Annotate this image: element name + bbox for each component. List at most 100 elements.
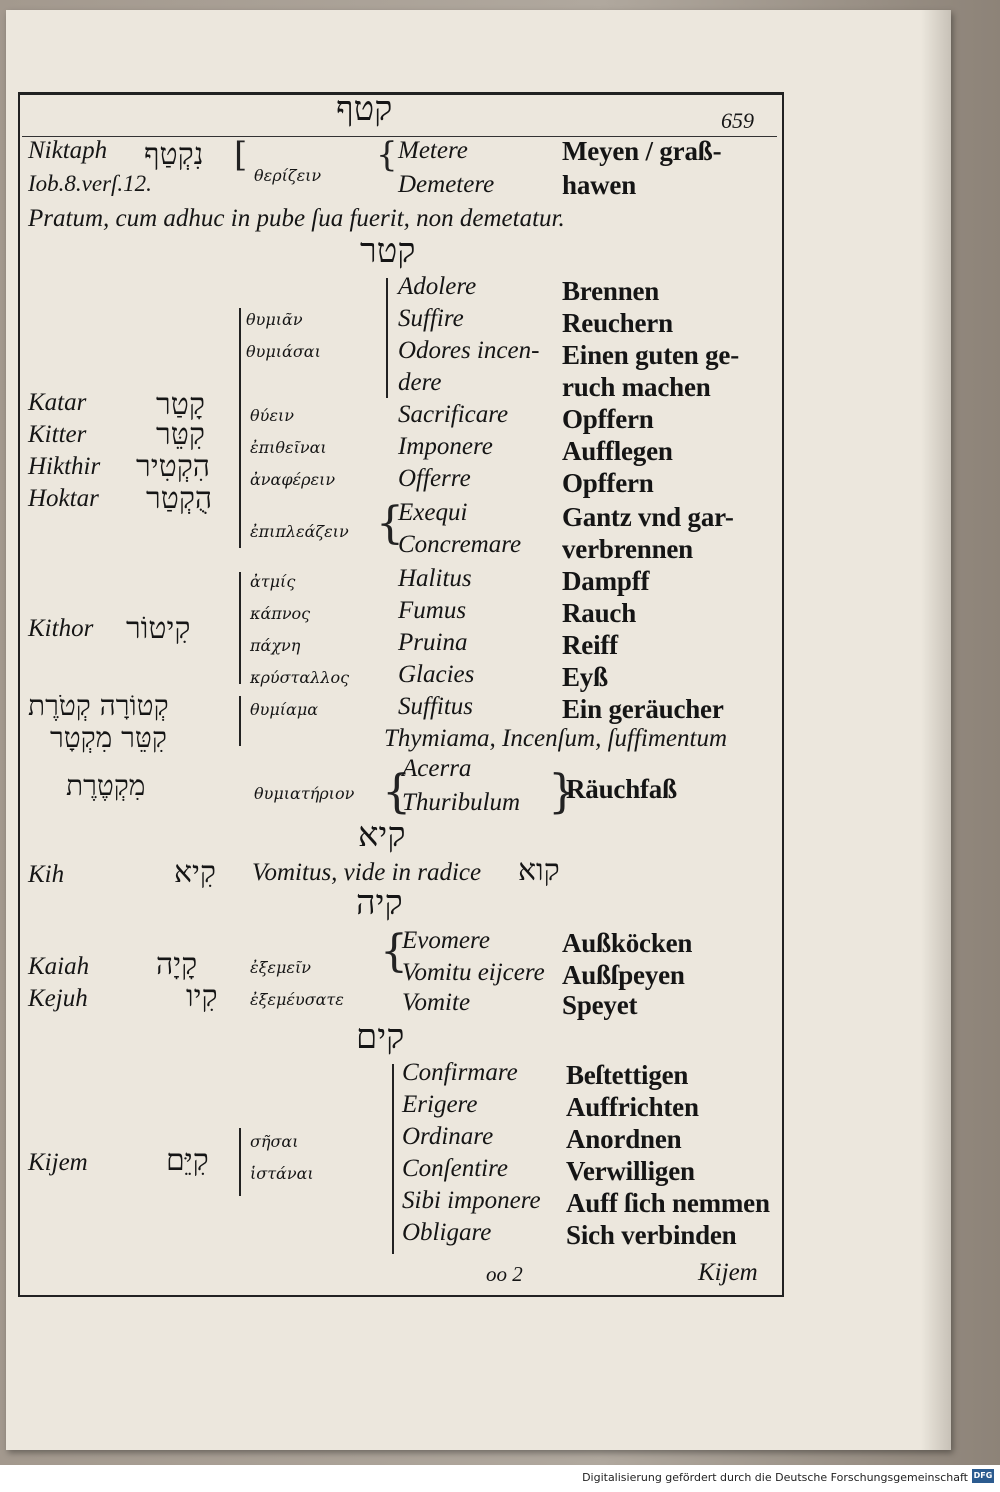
greek-term: θυμίαμα	[250, 700, 319, 719]
entry-latin: Metere	[398, 137, 468, 164]
brace: {	[380, 926, 408, 977]
greek-term: θυμιάσαι	[246, 342, 321, 361]
brace: {	[376, 135, 398, 175]
brace-line	[239, 1128, 241, 1196]
latin-term: Erigere	[402, 1091, 478, 1118]
brace-line	[239, 572, 241, 684]
latin-term: Conſentire	[402, 1155, 509, 1182]
greek-term: θυμιατήριον	[254, 784, 355, 803]
german-term: Opffern	[562, 404, 654, 434]
german-term: Reuchern	[562, 308, 673, 338]
hebrew-reference: קוא	[518, 853, 560, 888]
translit: Kih	[28, 861, 65, 888]
latin-term: dere	[398, 369, 442, 396]
german-term: Speyet	[562, 990, 638, 1020]
german-term: Rauch	[562, 598, 637, 628]
latin-term: Acerra	[402, 755, 472, 782]
german-term: Außſpeyen	[562, 960, 685, 990]
brace: {	[376, 498, 404, 549]
latin-term: Suffitus	[398, 693, 474, 720]
hebrew-term: קִיטוֹר	[126, 611, 191, 646]
hebrew-term: קִיא	[174, 855, 216, 890]
hebrew-term: קָיָה	[156, 947, 198, 982]
german-term: Dampff	[562, 566, 650, 596]
german-term: Reiff	[562, 630, 618, 660]
hebrew-term: קִטֵּר מִקְטָר	[50, 721, 167, 754]
translit: Kijem	[28, 1149, 88, 1176]
greek-term: κρύσταλλος	[250, 668, 350, 687]
header-rule	[22, 136, 777, 137]
greek-term: ἐξεμέυσατε	[250, 990, 344, 1009]
german-term: Beſtettigen	[566, 1060, 689, 1090]
latin-term: Exequi	[398, 499, 468, 526]
latin-term: Evomere	[402, 927, 490, 954]
greek-term: ἐπιθεῖναι	[250, 438, 327, 457]
greek-term: ἀναφέρειν	[250, 470, 336, 489]
text-frame	[18, 92, 784, 1297]
entry-latin: Demetere	[398, 171, 495, 198]
german-term: verbrennen	[562, 534, 693, 564]
latin-term: Obligare	[402, 1219, 492, 1246]
brace-line	[239, 696, 241, 746]
greek-term: θύειν	[250, 406, 294, 425]
hebrew-term: הֻקְטַר	[146, 481, 213, 516]
latin-term: Pruina	[398, 629, 468, 656]
greek-term: ἐπιπλεάζειν	[250, 522, 349, 541]
running-header: קטף	[336, 89, 393, 129]
hebrew-term: קִיו	[186, 979, 218, 1014]
page-number: 659	[721, 108, 754, 133]
german-term: Auffrichten	[566, 1092, 699, 1122]
section-header: קיה	[356, 883, 403, 923]
latin-term: Suffire	[398, 305, 464, 332]
hebrew-term: קָטַר	[156, 387, 205, 422]
brace-line	[386, 278, 388, 398]
hebrew-term: קִטֵּר	[156, 417, 205, 452]
german-term: Ein geräucher	[562, 694, 724, 724]
translit: Kaiah	[28, 953, 90, 980]
cross-reference: Vomitus, vide in radice	[252, 859, 482, 886]
brace: {	[382, 764, 412, 818]
german-term: Außköcken	[562, 928, 693, 958]
german-term: Eyß	[562, 662, 608, 692]
latin-term: Imponere	[398, 433, 493, 460]
german-term: Auff ſich nemmen	[566, 1188, 770, 1218]
latin-term: Sacrificare	[398, 401, 509, 428]
latin-term: Glacies	[398, 661, 475, 688]
translit: Kejuh	[28, 985, 88, 1012]
latin-term: Vomite	[402, 989, 471, 1016]
greek-term: κάπνος	[250, 604, 311, 623]
entry-greek: θερίζειν	[254, 166, 322, 185]
hebrew-term: קִיֵּם	[166, 1143, 209, 1178]
brace: }	[548, 764, 578, 818]
latin-term: Offerre	[398, 465, 471, 492]
translit: Katar	[28, 389, 87, 416]
dfg-logo: DFG	[972, 1469, 994, 1483]
digitization-footer	[0, 1465, 1000, 1492]
german-term: Sich verbinden	[566, 1220, 737, 1250]
entry-hebrew: נִקְטַף	[144, 137, 204, 172]
funding-note: Digitalisierung gefördert durch die Deut…	[582, 1471, 968, 1484]
latin-term: Vomitu eijcere	[402, 959, 545, 986]
german-term: Einen guten ge-	[562, 340, 740, 370]
greek-term: σῆσαι	[250, 1132, 299, 1151]
entry-german: Meyen / graß-	[562, 136, 722, 166]
german-term: Opffern	[562, 468, 654, 498]
latin-term: Thuribulum	[402, 789, 521, 816]
german-term: Räuchfaß	[566, 774, 677, 804]
section-header: קים	[356, 1017, 405, 1057]
brace-line	[239, 308, 241, 548]
brace-line	[392, 1064, 394, 1254]
latin-term: Odores incen-	[398, 337, 540, 364]
signature-mark: oo 2	[486, 1262, 523, 1286]
german-term: Verwilligen	[566, 1156, 695, 1186]
entry-quote: Pratum, cum adhuc in pube ſua fuerit, no…	[28, 205, 565, 232]
entry-translit: Niktaph	[28, 137, 108, 164]
translit: Kithor	[28, 615, 94, 642]
latin-term: Confirmare	[402, 1059, 518, 1086]
german-term: Aufflegen	[562, 436, 673, 466]
greek-term: πάχνη	[250, 636, 301, 655]
section-header: קיא	[358, 815, 406, 855]
book-page: קטף 659 Niktaph Iob.8.verſ.12. נִקְטַף […	[6, 10, 951, 1450]
greek-term: θυμιᾶν	[246, 310, 303, 329]
brace: [	[234, 135, 248, 175]
